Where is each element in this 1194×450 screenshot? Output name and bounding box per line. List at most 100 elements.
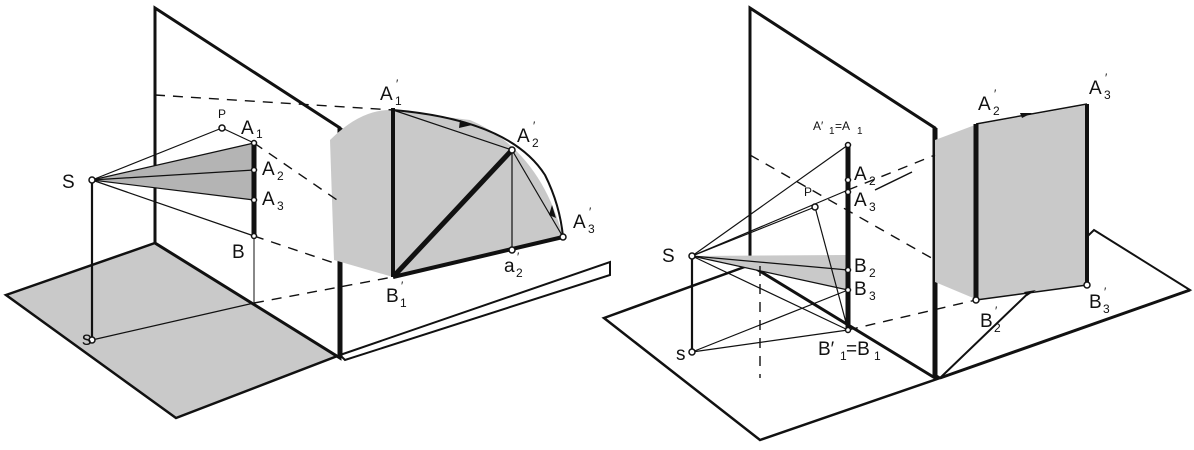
right-label-A3: A xyxy=(854,190,867,211)
right-line-A2-off xyxy=(874,171,913,191)
left-label-A1p: A xyxy=(380,84,393,105)
left-point-A3p xyxy=(559,233,567,241)
right-point-S xyxy=(688,252,696,260)
left-label-A1: A xyxy=(241,118,254,139)
right-label-B3: B xyxy=(854,279,867,300)
left-label-A2-sub: 2 xyxy=(277,169,284,183)
right-ray-s-b3 xyxy=(691,255,849,291)
left-arc-arrow-2 xyxy=(549,205,556,218)
left-point-A2p xyxy=(508,146,516,154)
left-point-A3 xyxy=(250,196,258,204)
left-label-B: B xyxy=(232,242,245,263)
left-dash-3 xyxy=(253,235,341,266)
left-line-a2p-a3p xyxy=(511,149,564,238)
left-figure: S s P A 1 A 2 A 3 B A 1 ′ A 2 ′ A 3 ′ a … xyxy=(3,5,611,420)
right-label-B3p-prime: ′ xyxy=(1104,285,1107,299)
right-point-A3 xyxy=(844,188,852,196)
right-line-s-ground xyxy=(691,289,849,353)
left-label-A2: A xyxy=(262,159,275,180)
right-label-A3p: A xyxy=(1089,78,1102,99)
right-point-B2 xyxy=(844,266,852,274)
left-label-A3p-sub: 3 xyxy=(588,222,595,236)
right-label-B3p: B xyxy=(1089,292,1102,313)
right-label-A1eq-eq: =A xyxy=(835,119,850,133)
left-point-P xyxy=(218,124,226,132)
right-point-s xyxy=(688,348,696,356)
right-label-B1eq: B′ xyxy=(818,339,835,360)
left-arc-arrow-1 xyxy=(459,120,472,128)
right-label-B2: B xyxy=(854,256,867,277)
left-ray-s-a3 xyxy=(91,179,255,201)
left-label-A3: A xyxy=(262,189,275,210)
right-label-B3-sub: 3 xyxy=(869,289,876,303)
right-label-A3p-sub: 3 xyxy=(1104,88,1111,102)
right-point-B3 xyxy=(844,286,852,294)
left-label-a2p: a xyxy=(504,256,515,277)
left-label-B1p: B xyxy=(386,286,399,307)
right-figure: S s P A′ 1 =A 1 A 2 A 3 B 2 B 3 B′ 1 =B … xyxy=(601,5,1193,442)
right-ray-s-a3 xyxy=(691,189,849,257)
left-point-B xyxy=(250,232,258,240)
left-point-s xyxy=(88,336,96,344)
left-label-A3p-prime: ′ xyxy=(589,205,592,219)
left-label-P: P xyxy=(218,107,226,121)
right-arrow-bottom xyxy=(1024,290,1036,296)
left-label-S: S xyxy=(62,172,75,193)
right-line-s-b1 xyxy=(691,329,849,353)
left-ray-s-a2 xyxy=(91,169,255,181)
right-point-B1 xyxy=(844,326,852,334)
right-label-B2p: B xyxy=(980,311,993,332)
left-label-A3p: A xyxy=(573,212,586,233)
left-ray-s-b xyxy=(91,179,255,237)
right-label-A2p-sub: 2 xyxy=(993,104,1000,118)
left-ray-s-a1 xyxy=(91,142,255,181)
right-label-S: S xyxy=(662,246,675,267)
right-arrow-top xyxy=(1020,113,1032,118)
left-dash-4 xyxy=(253,276,394,304)
left-point-S xyxy=(88,176,96,184)
right-point-A2 xyxy=(844,176,852,184)
right-dash-3 xyxy=(847,299,977,331)
left-point-A1 xyxy=(250,139,258,147)
right-label-B1eq-sub2: 1 xyxy=(874,349,881,363)
right-label-A2p: A xyxy=(978,94,991,115)
left-ray-s-p xyxy=(91,127,223,181)
left-line-a1p-a2p xyxy=(392,109,513,151)
left-label-A1p-prime: ′ xyxy=(396,77,399,91)
left-label-a2p-prime: ′ xyxy=(517,250,520,264)
right-label-A3-sub: 3 xyxy=(869,200,876,214)
left-label-A1-sub: 1 xyxy=(256,127,263,141)
left-label-B1p-sub: 1 xyxy=(400,296,407,310)
right-line-p-b1 xyxy=(814,206,849,331)
right-label-B1eq-eq: =B xyxy=(846,339,870,360)
right-label-A1eq-sub: 1 xyxy=(829,126,835,137)
left-label-a2p-sub: 2 xyxy=(516,266,523,280)
left-label-A2p: A xyxy=(517,126,530,147)
right-label-s: s xyxy=(676,344,686,365)
right-projection-plane xyxy=(935,105,1087,300)
left-rotation-sector xyxy=(330,110,563,277)
right-label-A2-sub: 2 xyxy=(869,174,876,188)
right-ray-s-b1 xyxy=(691,255,849,331)
right-label-B2p-sub: 2 xyxy=(994,321,1001,335)
left-label-A2p-sub: 2 xyxy=(532,136,539,150)
left-label-A1p-sub: 1 xyxy=(395,94,402,108)
left-projection-fan xyxy=(92,143,254,200)
right-label-A2p-prime: ′ xyxy=(994,87,997,101)
right-point-B3p xyxy=(1083,281,1091,289)
right-label-P: P xyxy=(804,185,812,199)
left-ground-plane-right xyxy=(338,260,611,362)
left-line-s-ground xyxy=(91,302,255,341)
right-label-A3p-prime: ′ xyxy=(1105,71,1108,85)
left-line-p-a1 xyxy=(221,127,255,144)
right-label-A2: A xyxy=(854,164,867,185)
left-arc xyxy=(392,109,564,238)
right-point-A1 xyxy=(844,141,852,149)
right-ground-edge xyxy=(939,288,1191,380)
right-point-B2p xyxy=(972,296,980,304)
right-ray-s-b2 xyxy=(691,255,849,271)
right-point-P xyxy=(811,203,819,211)
left-label-A2p-prime: ′ xyxy=(533,119,536,133)
right-ray-s-a1 xyxy=(691,144,849,257)
